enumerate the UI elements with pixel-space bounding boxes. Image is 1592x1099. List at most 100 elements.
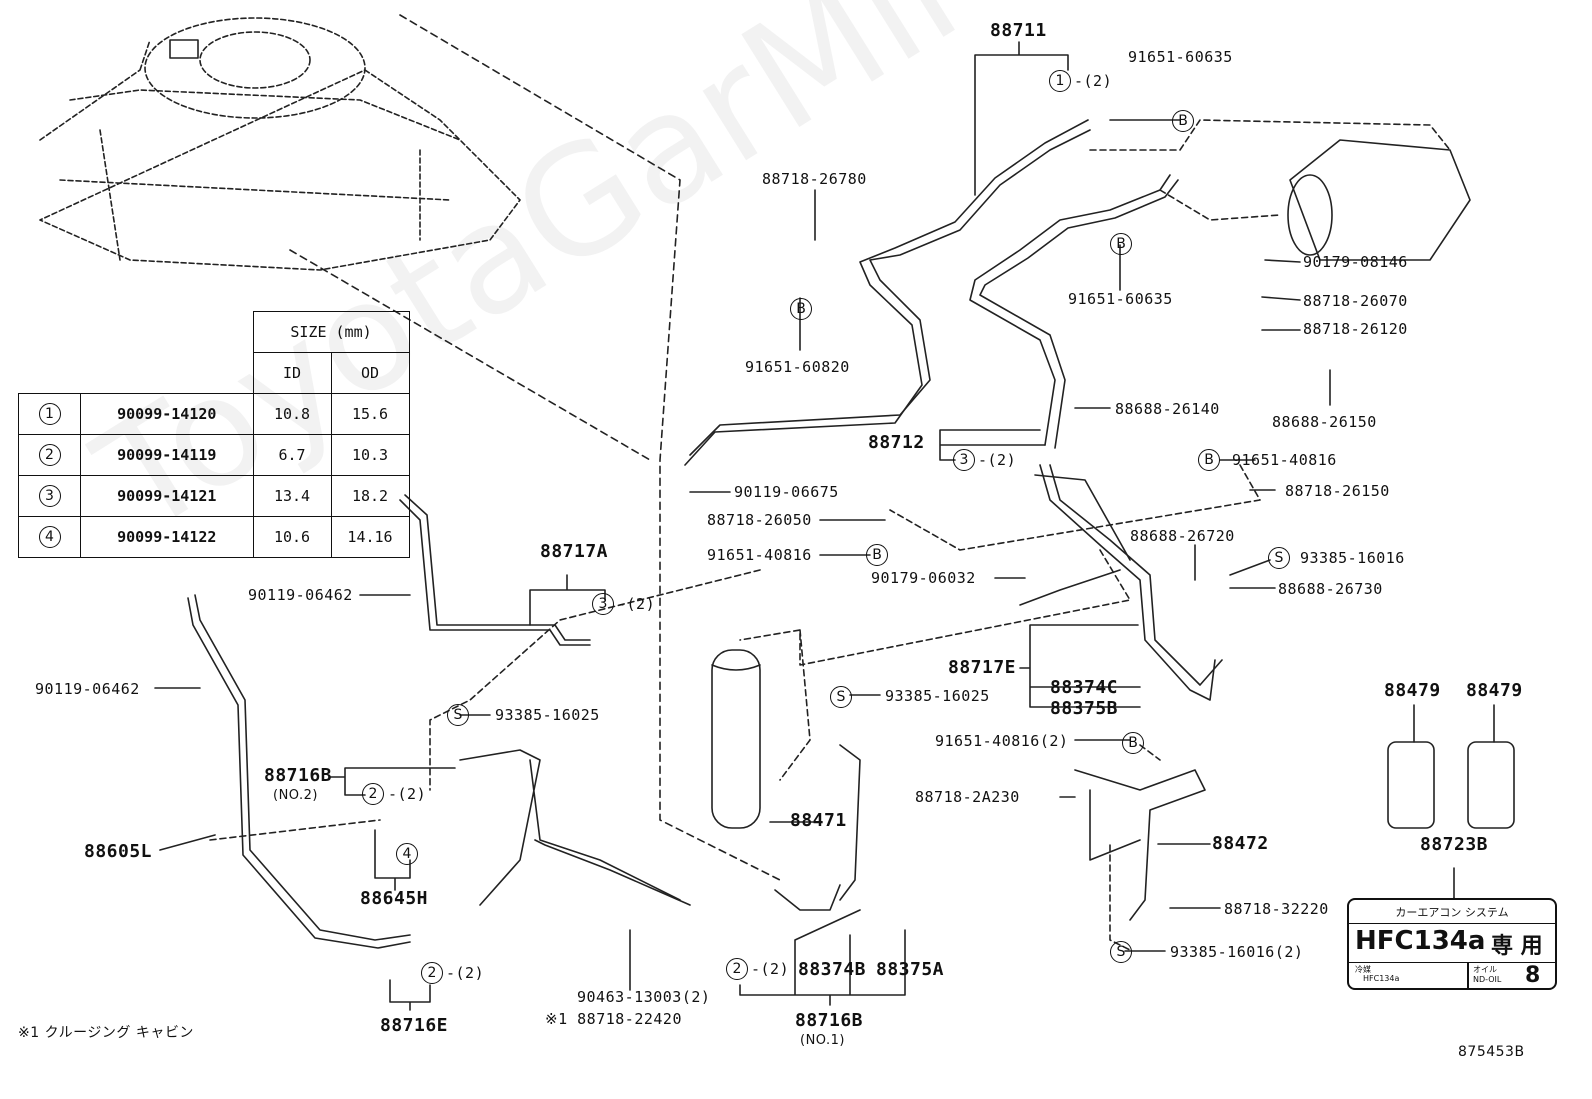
callout-93385-16016-2[interactable]: 93385-16016(2): [1170, 943, 1304, 961]
callout-88688-26140[interactable]: 88688-26140: [1115, 400, 1220, 418]
oil-number: 8: [1525, 963, 1541, 988]
qty-label: -(2): [388, 785, 427, 803]
callout-88479[interactable]: 88479: [1466, 680, 1523, 701]
outer-diameter: 10.3: [330, 434, 410, 476]
callout-88717A[interactable]: 88717A: [540, 541, 609, 562]
outer-diameter: 15.6: [330, 393, 410, 435]
callout-88645H[interactable]: 88645H: [360, 888, 429, 909]
callout-88374B[interactable]: 88374B: [798, 959, 867, 980]
marker-bolt-b: B: [1172, 110, 1194, 132]
callout-88718-26120[interactable]: 88718-26120: [1303, 320, 1408, 338]
outer-diameter: 18.2: [330, 475, 410, 517]
part-number: 90099-14119: [80, 434, 254, 476]
marker-bolt-b: B: [1198, 449, 1220, 471]
callout-93385-16025[interactable]: 93385-16025: [495, 706, 600, 724]
refrigerant-caption-2: HFC134a: [1363, 974, 1400, 983]
callout-91651-40816-2[interactable]: 91651-40816(2): [935, 732, 1069, 750]
callout-88479[interactable]: 88479: [1384, 680, 1441, 701]
callout-91651-60820[interactable]: 91651-60820: [745, 358, 850, 376]
callout-90179-08146[interactable]: 90179-08146: [1303, 253, 1408, 271]
callout-88717E[interactable]: 88717E: [948, 657, 1017, 678]
ref-marker: 4: [38, 526, 61, 548]
marker-bolt-b: B: [790, 298, 812, 320]
callout-88718-22420[interactable]: ※1 88718-22420: [545, 1010, 682, 1028]
qty-label: -(2): [978, 451, 1017, 469]
inner-diameter: 10.6: [252, 516, 332, 558]
callout-88375A[interactable]: 88375A: [876, 959, 945, 980]
ac-system-label: カーエアコン システム HFC134a 専 用 冷媒 HFC134a オイル N…: [1347, 898, 1557, 990]
ref-marker: 3: [38, 485, 61, 507]
callout-93385-16025[interactable]: 93385-16025: [885, 687, 990, 705]
callout-90463-13003[interactable]: 90463-13003(2): [577, 988, 711, 1006]
ref-marker: 2: [38, 444, 61, 466]
qty-label: -(2): [1074, 72, 1113, 90]
size-table: SIZE (mm) ID OD 1 90099-14120 10.8 15.6 …: [18, 311, 410, 558]
inner-diameter: 6.7: [252, 434, 332, 476]
footnote: ※1 クルージング キャビン: [18, 1025, 194, 1041]
callout-88716B-no1[interactable]: 88716B: [795, 1010, 864, 1031]
callout-90179-06032[interactable]: 90179-06032: [871, 569, 976, 587]
callout-88718-26050[interactable]: 88718-26050: [707, 511, 812, 529]
outer-diameter: 14.16: [330, 516, 410, 558]
callout-88374C[interactable]: 88374C: [1050, 677, 1119, 698]
refrigerant-caption: 冷媒: [1355, 965, 1371, 974]
callout-91651-60635[interactable]: 91651-60635: [1068, 290, 1173, 308]
inner-diameter: 10.8: [252, 393, 332, 435]
callout-88471[interactable]: 88471: [790, 810, 847, 831]
callout-88718-26070[interactable]: 88718-26070: [1303, 292, 1408, 310]
marker-two: 2: [362, 783, 384, 805]
marker-three: 3: [592, 593, 614, 615]
callout-90119-06462[interactable]: 90119-06462: [35, 680, 140, 698]
callout-91651-60635[interactable]: 91651-60635: [1128, 48, 1233, 66]
callout-88688-26730[interactable]: 88688-26730: [1278, 580, 1383, 598]
callout-90119-06675[interactable]: 90119-06675: [734, 483, 839, 501]
callout-88375B[interactable]: 88375B: [1050, 698, 1119, 719]
callout-88605L[interactable]: 88605L: [84, 841, 153, 862]
callout-88716E[interactable]: 88716E: [380, 1015, 449, 1036]
callout-88718-2A230[interactable]: 88718-2A230: [915, 788, 1020, 806]
callout-88716B[interactable]: 88716B: [264, 765, 333, 786]
size-row: 3 90099-14121 13.4 18.2: [18, 475, 410, 517]
marker-screw-s: S: [1110, 941, 1132, 963]
callout-88718-32220[interactable]: 88718-32220: [1224, 900, 1329, 918]
qty-label: -(2): [446, 964, 485, 982]
figure-id: 875453B: [1458, 1044, 1525, 1060]
marker-four: 4: [396, 843, 418, 865]
callout-88723B[interactable]: 88723B: [1420, 834, 1489, 855]
callout-88472[interactable]: 88472: [1212, 833, 1269, 854]
inner-diameter: 13.4: [252, 475, 332, 517]
refrigerant-type: HFC134a: [1355, 926, 1486, 956]
ac-label-heading: カーエアコン システム: [1349, 904, 1555, 924]
marker-bolt-b: B: [866, 544, 888, 566]
variant-label: (NO.2): [273, 788, 318, 803]
callout-88718-26150[interactable]: 88718-26150: [1285, 482, 1390, 500]
callout-90119-06462[interactable]: 90119-06462: [248, 586, 353, 604]
oil-caption: オイル: [1473, 965, 1497, 974]
callout-93385-16016[interactable]: 93385-16016: [1300, 549, 1405, 567]
qty-label: -(2): [751, 960, 790, 978]
col-od-header: OD: [330, 352, 410, 394]
marker-screw-s: S: [447, 704, 469, 726]
marker-screw-s: S: [830, 686, 852, 708]
callout-91651-40816[interactable]: 91651-40816: [1232, 451, 1337, 469]
size-row: 1 90099-14120 10.8 15.6: [18, 393, 410, 435]
col-id-header: ID: [252, 352, 332, 394]
size-row: 4 90099-14122 10.6 14.16: [18, 516, 410, 558]
marker-one: 1: [1049, 70, 1071, 92]
size-header: SIZE (mm): [252, 311, 410, 353]
callout-88712[interactable]: 88712: [868, 432, 925, 453]
part-number: 90099-14120: [80, 393, 254, 435]
oil-caption-2: ND-OIL: [1473, 975, 1502, 984]
callout-88711[interactable]: 88711: [990, 20, 1047, 41]
variant-label: (NO.1): [800, 1033, 845, 1048]
marker-three: 3: [953, 449, 975, 471]
callout-88688-26720[interactable]: 88688-26720: [1130, 527, 1235, 545]
marker-two: 2: [726, 958, 748, 980]
size-row: 2 90099-14119 6.7 10.3: [18, 434, 410, 476]
callout-91651-40816[interactable]: 91651-40816: [707, 546, 812, 564]
marker-two: 2: [421, 962, 443, 984]
callout-88688-26150[interactable]: 88688-26150: [1272, 413, 1377, 431]
callout-88718-26780[interactable]: 88718-26780: [762, 170, 867, 188]
